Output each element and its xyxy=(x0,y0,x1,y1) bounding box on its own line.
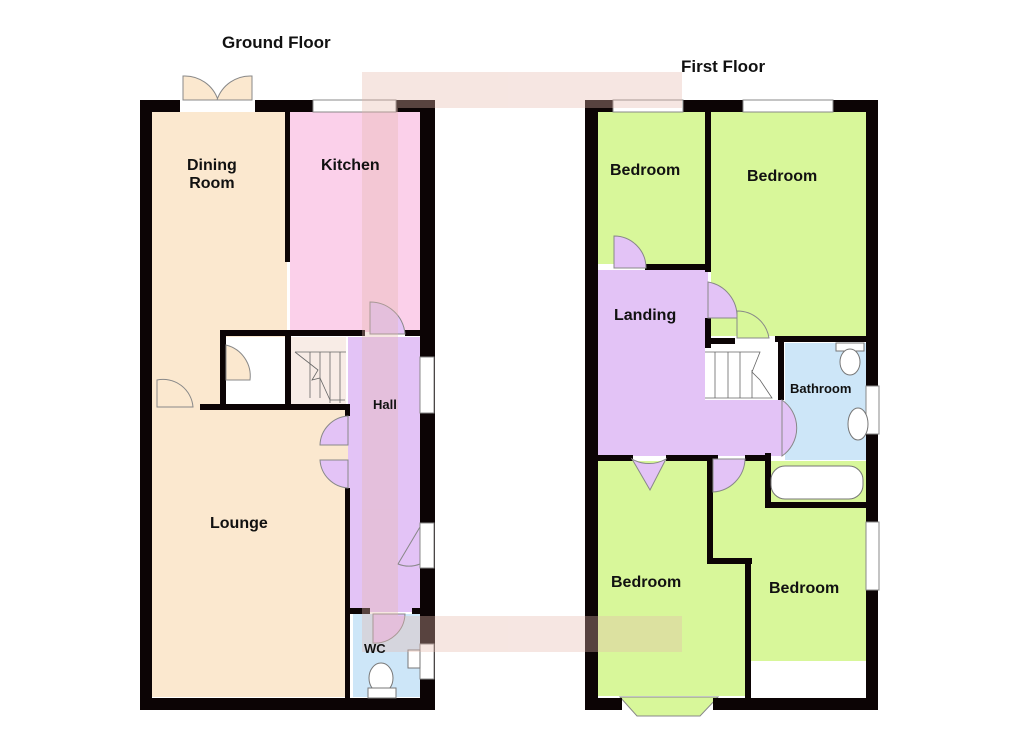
hall-label: Hall xyxy=(373,397,397,412)
bedroom-1-label: Bedroom xyxy=(610,162,681,179)
patio-doors-icon xyxy=(182,75,253,101)
stairs-icon xyxy=(705,351,773,399)
windows xyxy=(612,99,880,591)
toilet-icon xyxy=(367,662,397,699)
bathtub-icon xyxy=(770,465,864,500)
bedroom-2-label: Bedroom xyxy=(747,168,818,185)
basin-icon xyxy=(847,407,869,441)
lounge-label: Lounge xyxy=(210,515,268,532)
door-swings xyxy=(613,235,798,493)
dining-room-label: Dining Room xyxy=(187,157,237,193)
stairs-fill xyxy=(291,337,346,407)
bay-window-fill xyxy=(618,696,720,717)
kitchen-label: Kitchen xyxy=(321,157,380,174)
bedroom-4-label: Bedroom xyxy=(769,580,840,597)
bedroom2-fill xyxy=(711,112,866,336)
dining-room-label-line2: Room xyxy=(189,175,235,192)
door-swings xyxy=(319,301,421,644)
bedroom2-door xyxy=(736,310,770,339)
kitchen-fill xyxy=(290,112,420,332)
toilet-icon xyxy=(835,342,865,376)
landing-label: Landing xyxy=(614,307,677,324)
first-floor-title: First Floor xyxy=(681,57,766,76)
landing-fill xyxy=(598,270,708,456)
bedroom-3-label: Bedroom xyxy=(611,574,682,591)
windows xyxy=(312,99,435,680)
stairs-icon xyxy=(294,351,346,403)
bathroom-label: Bathroom xyxy=(790,381,852,396)
ground-floor-plan xyxy=(140,75,435,710)
basin-icon xyxy=(407,649,421,669)
internal-doors xyxy=(156,344,251,408)
wardrobe xyxy=(752,664,866,696)
ground-floor-title: Ground Floor xyxy=(222,33,331,52)
first-walls xyxy=(585,100,878,710)
lounge-fill xyxy=(150,407,348,697)
first-floor-plan xyxy=(585,99,880,717)
wc-label: WC xyxy=(364,641,386,656)
stairs2-fill xyxy=(705,343,777,400)
landing-fill-2 xyxy=(700,400,782,456)
dining-room-label-line1: Dining xyxy=(187,157,237,174)
watermark-logo xyxy=(362,72,682,652)
